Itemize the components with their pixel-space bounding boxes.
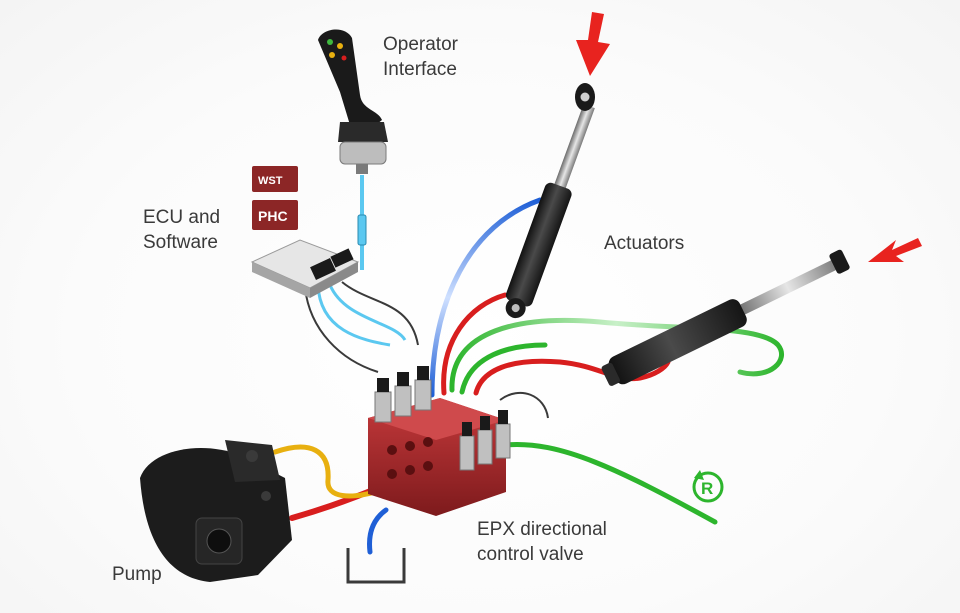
- pressure-line-upper-actuator: [441, 292, 508, 396]
- signal-cable-valve-side: [499, 391, 549, 419]
- force-arrow-lower: [868, 238, 922, 262]
- operator-interface-label: Operator Interface: [383, 32, 458, 82]
- actuators-label: Actuators: [604, 231, 684, 256]
- ecu-software-label-line2: Software: [143, 232, 218, 253]
- hydraulic-lines: [272, 175, 784, 555]
- return-symbol-text: R: [701, 479, 713, 498]
- force-arrow-upper: [576, 12, 610, 76]
- actuators-label-text: Actuators: [604, 233, 685, 254]
- pilot-line-upper-actuator: [429, 197, 543, 398]
- pump-suction-line: [272, 444, 385, 499]
- upper-actuator: [505, 83, 595, 319]
- return-line-actuator-b: [459, 342, 548, 395]
- pump-label: Pump: [112, 562, 162, 587]
- pressure-line-lower-actuator: [473, 358, 671, 396]
- operator-interface-label-line2: Interface: [383, 59, 457, 80]
- signal-cable-ecu-2: [328, 284, 407, 341]
- phc-badge-text: PHC: [258, 208, 288, 224]
- pump: [140, 440, 292, 582]
- valve-label: EPX directional control valve: [477, 517, 607, 567]
- return-line-actuator-a: [449, 317, 784, 393]
- signal-cable-ecu-4: [304, 287, 379, 373]
- lower-actuator: [601, 249, 850, 386]
- pilot-line-lower: [367, 507, 389, 555]
- valve-label-line2: control valve: [477, 544, 584, 565]
- force-arrows: [576, 12, 922, 262]
- operator-interface-label-line1: Operator: [383, 34, 458, 55]
- valve-label-line1: EPX directional: [477, 519, 607, 540]
- ecu-software-label-line1: ECU and: [143, 207, 221, 228]
- return-line-tank: [502, 441, 718, 525]
- software-badges: WST PHC: [252, 166, 298, 230]
- tank-symbol: [346, 548, 406, 584]
- wst-badge-text: WST: [258, 175, 283, 187]
- signal-cable-ecu-3: [341, 281, 419, 346]
- return-symbol: R: [692, 470, 724, 503]
- directional-control-valve: [368, 366, 511, 516]
- phc-badge: [252, 200, 298, 230]
- signal-cable-ecu-1: [316, 284, 391, 347]
- ecu-unit: [250, 239, 360, 298]
- pump-label-text: Pump: [112, 564, 162, 585]
- ecu-software-label: ECU and Software: [143, 205, 220, 255]
- joystick: [318, 29, 388, 246]
- wst-badge: [252, 166, 298, 192]
